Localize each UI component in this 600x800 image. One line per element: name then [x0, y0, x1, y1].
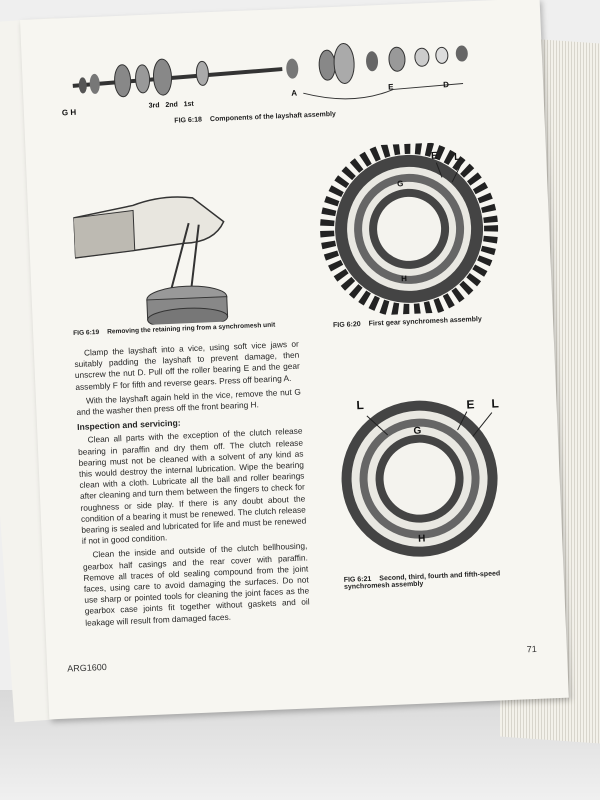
first-gear-synchromesh-illustration — [320, 139, 499, 318]
label-l-left: L — [356, 397, 365, 413]
paragraph-1: Clamp the layshaft into a vice, using so… — [74, 338, 300, 392]
footer-left: ARG1600 — [66, 661, 107, 674]
layshaft-illustration — [72, 42, 468, 100]
retaining-ring-illustration — [72, 196, 229, 328]
label-l-right: L — [491, 396, 500, 411]
label-h: H — [400, 274, 408, 284]
label-e-2: E — [466, 397, 475, 412]
page-number: 71 — [526, 643, 538, 655]
paragraph-4: Clean the inside and outside of the clut… — [82, 540, 310, 628]
label-g-2: G — [413, 425, 422, 437]
body-text: Clamp the layshaft into a vice, using so… — [74, 339, 311, 632]
label-h-2: H — [417, 533, 426, 545]
synchromesh-ring-illustration — [341, 400, 498, 557]
label-l: L — [453, 151, 461, 163]
label-g: G — [397, 179, 404, 189]
paragraph-3: Clean all parts with the exception of th… — [77, 425, 307, 547]
label-e: E — [430, 150, 438, 162]
